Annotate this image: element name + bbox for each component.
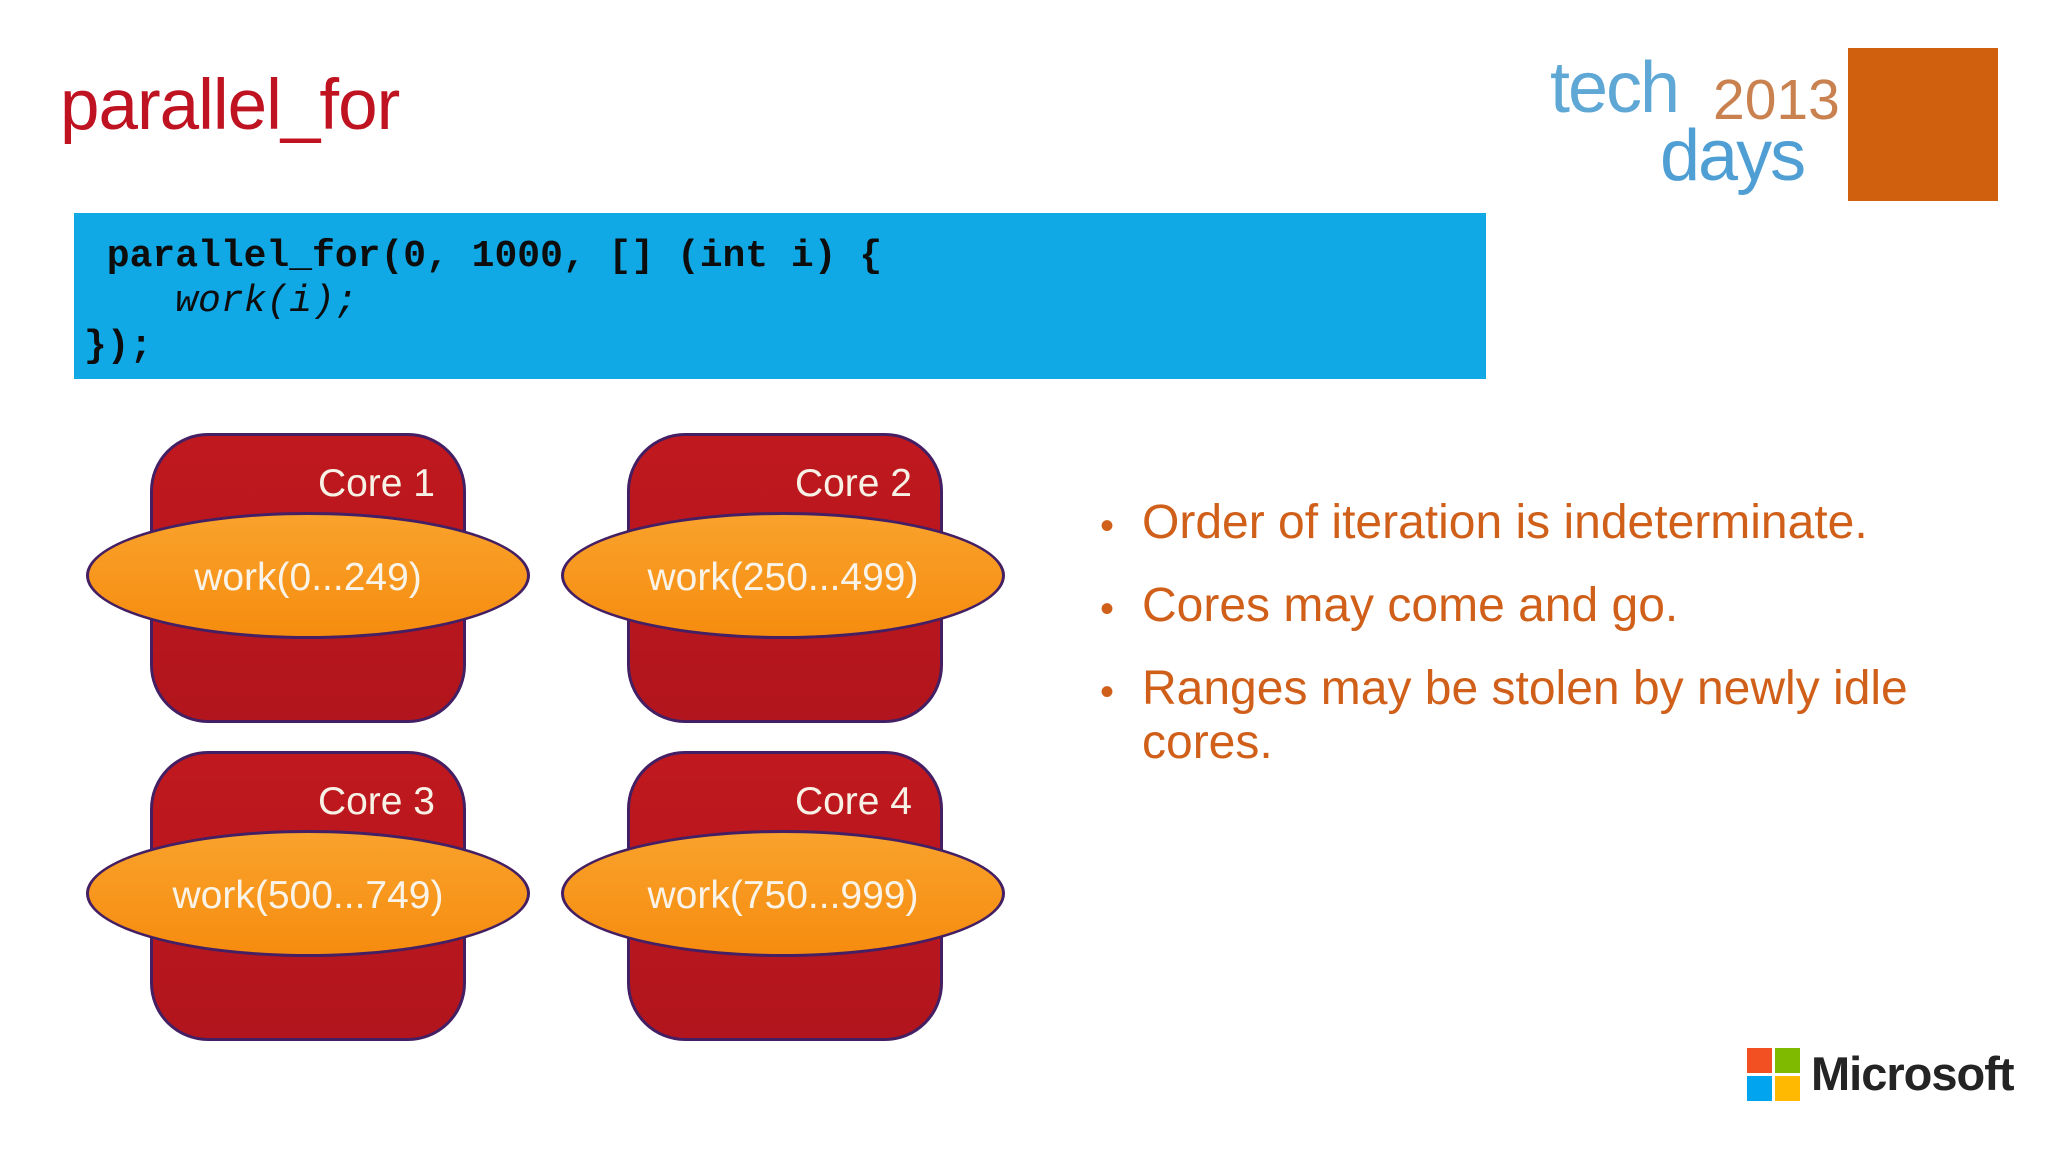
- core-2-work-ellipse: work(250...499): [561, 512, 1005, 639]
- techdays-tech-text: tech: [1550, 48, 1680, 128]
- microsoft-square-yellow: [1775, 1076, 1800, 1101]
- core-2-label: Core 2: [794, 462, 912, 505]
- microsoft-square-red: [1747, 1048, 1772, 1073]
- techdays-year-text: 2013: [1713, 68, 1840, 132]
- core-4-work-ellipse: work(750...999): [561, 830, 1005, 957]
- bullet-item-order: Order of iteration is indeterminate.: [1098, 496, 1908, 553]
- core-4-work-range: work(750...999): [647, 873, 919, 917]
- microsoft-squares-icon: [1747, 1048, 1800, 1101]
- techdays-days-text: days: [1660, 116, 1806, 196]
- microsoft-square-blue: [1747, 1076, 1772, 1101]
- code-line-3: });: [84, 325, 153, 368]
- core-2-work-range: work(250...499): [647, 555, 919, 599]
- techdays-orange-square-icon: [1848, 48, 1998, 201]
- microsoft-square-green: [1775, 1048, 1800, 1073]
- core-4-label: Core 4: [794, 780, 912, 823]
- core-1-label: Core 1: [317, 462, 435, 505]
- core-3-work-ellipse: work(500...749): [86, 830, 530, 957]
- slide-title: parallel_for: [60, 66, 400, 145]
- core-1-work-range: work(0...249): [194, 555, 422, 599]
- code-line-2: work(i);: [84, 280, 358, 323]
- core-3-work-range: work(500...749): [172, 873, 444, 917]
- bullet-item-ranges: Ranges may be stolen by newly idle cores…: [1098, 662, 1908, 770]
- microsoft-wordmark: Microsoft: [1811, 1047, 2014, 1100]
- bullet-item-cores: Cores may come and go.: [1098, 579, 1908, 636]
- code-line-1: parallel_for(0, 1000, [] (int i) {: [84, 235, 883, 278]
- core-1-work-ellipse: work(0...249): [86, 512, 530, 639]
- core-3-label: Core 3: [317, 780, 435, 823]
- code-block: parallel_for(0, 1000, [] (int i) { work(…: [74, 213, 1486, 379]
- bullet-list: Order of iteration is indeterminate. Cor…: [1098, 496, 1908, 799]
